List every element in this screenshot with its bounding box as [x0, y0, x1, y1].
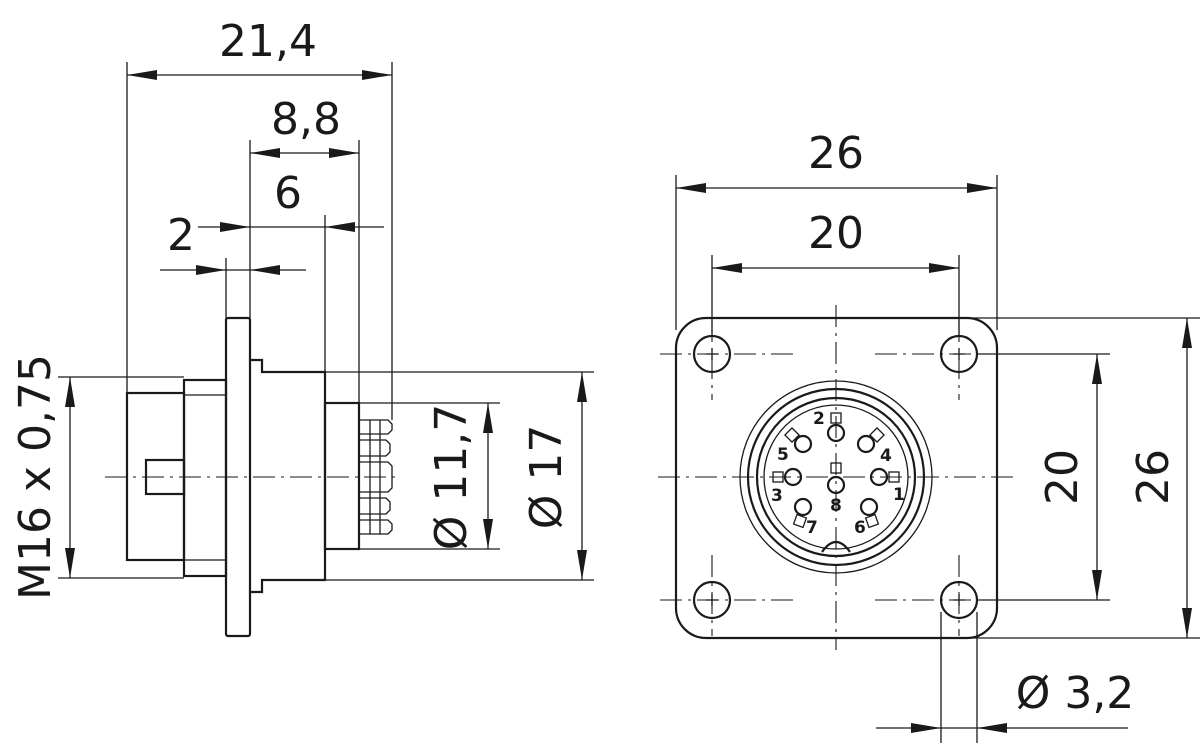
pin-contact: [826, 412, 846, 443]
pin-contact: [772, 467, 803, 487]
pin-label: 5: [777, 445, 789, 465]
dim-body-diameter-label: Ø 17: [521, 425, 572, 530]
pin-label: 2: [813, 409, 825, 429]
dim-insert-diameter-label: Ø 11,7: [426, 404, 477, 551]
dim-insert-diameter: Ø 11,7: [426, 403, 493, 550]
dim-flange-thickness: 2: [160, 210, 306, 275]
dim-hole-spacing-vertical-label: 20: [1037, 449, 1088, 505]
dim-body-diameter: Ø 17: [521, 372, 587, 580]
pin-contact: [826, 462, 846, 495]
pin-label: 7: [806, 518, 818, 538]
pin-label: 3: [771, 486, 783, 506]
pin-label: 4: [880, 446, 892, 466]
dim-contact-length: 8,8: [250, 94, 359, 158]
dim-hole-diameter-label: Ø 3,2: [1016, 668, 1135, 719]
front-view-extension-lines: [675, 175, 1200, 743]
dim-flange-width-label: 26: [808, 128, 864, 179]
pin-label: 8: [830, 496, 842, 516]
dim-thread-label: M16 x 0,75: [10, 354, 61, 600]
dim-hole-diameter: Ø 3,2: [876, 668, 1134, 733]
dim-flange-thickness-label: 2: [167, 210, 195, 261]
pin-label: 1: [893, 485, 905, 505]
dim-contact-length-label: 8,8: [271, 94, 341, 145]
mounting-hole: [692, 580, 732, 620]
dim-flange-height-label: 26: [1128, 449, 1179, 505]
dim-hole-spacing-vertical: 20: [1037, 354, 1102, 600]
pin-contact: [869, 467, 900, 487]
dim-flange-height: 26: [1128, 318, 1192, 638]
dim-overall-length: 21,4: [127, 16, 392, 80]
pin-contact: [784, 427, 813, 454]
pin-labels: 1 2 3 4 5 6 7 8: [771, 409, 905, 538]
pin-contact: [859, 497, 880, 529]
side-view: 21,4 8,8 6 2 M16 x 0,75: [10, 16, 594, 638]
dim-hole-spacing-horizontal: 20: [712, 208, 959, 273]
dim-overall-length-label: 21,4: [219, 16, 317, 67]
connector-face: [739, 380, 933, 574]
pin-contact: [792, 497, 813, 529]
pin-contacts: [772, 412, 900, 529]
front-view: 1 2 3 4 5 6 7 8 26: [658, 128, 1200, 743]
dim-hole-spacing-horizontal-label: 20: [808, 208, 864, 259]
side-view-extension-lines: [58, 62, 594, 581]
dim-insert-length: 6: [198, 168, 384, 232]
dim-thread: M16 x 0,75: [10, 354, 75, 600]
dim-insert-length-label: 6: [274, 168, 302, 219]
dim-flange-width: 26: [676, 128, 997, 193]
pin-contact: [856, 427, 885, 454]
pin-label: 6: [854, 518, 866, 538]
